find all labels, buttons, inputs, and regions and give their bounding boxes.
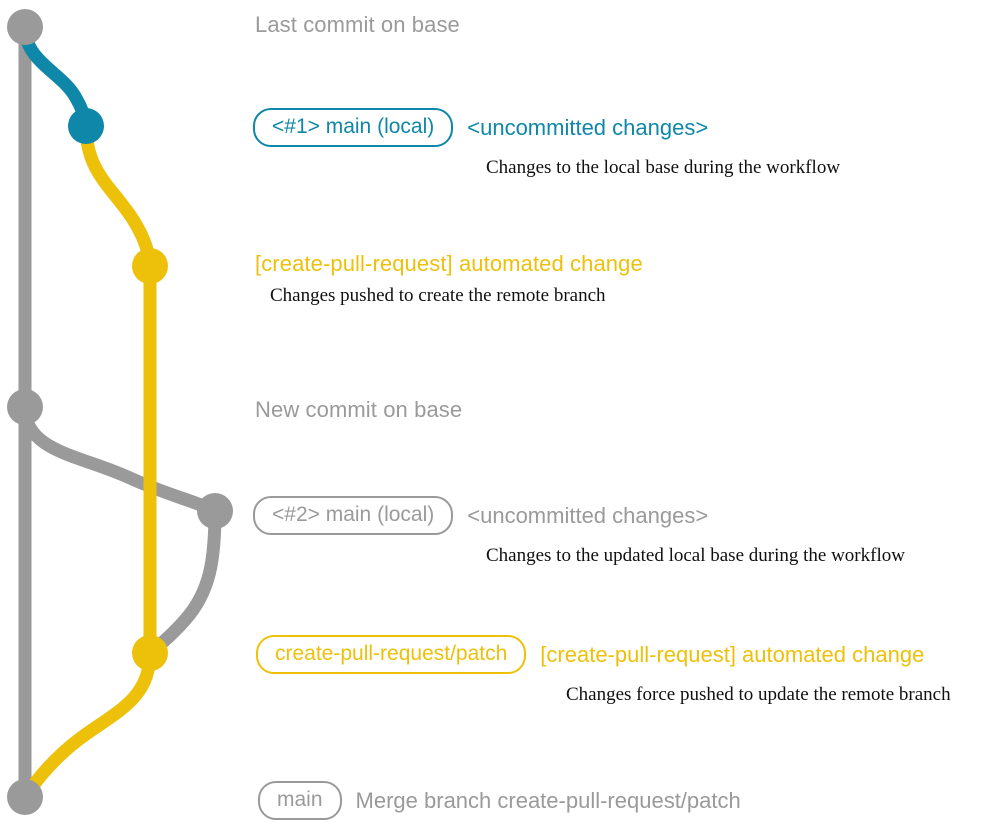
label-automated-change-2: create-pull-request/patch [create-pull-r… [256,635,951,704]
edge-local1-to-patch [79,119,157,273]
ref-message-merge: Merge branch create-pull-request/patch [355,787,741,813]
heading-text: New commit on base [255,397,463,422]
label-local-2: <#2> main (local) <uncommitted changes> … [253,496,905,565]
label-local-1: <#1> main (local) <uncommitted changes> … [253,108,840,177]
heading-text: Last commit on base [255,12,460,37]
node-automated-change-2[interactable] [132,635,168,671]
node-last-commit-on-base[interactable] [7,9,43,45]
label-automated-change-1: [create-pull-request] automated change C… [255,251,643,306]
ref-status-patch: [create-pull-request] automated change [540,641,925,667]
ref-status-local-1: <uncommitted changes> [467,114,709,140]
node-local-1[interactable] [68,108,104,144]
description-local-2: Changes to the updated local base during… [486,545,905,566]
node-local-2[interactable] [197,493,233,529]
label-new-commit-on-base: New commit on base [255,399,462,421]
edge-base-to-local2 [18,400,222,518]
ref-pill-local-2[interactable]: <#2> main (local) [253,496,454,535]
description-local-1: Changes to the local base during the wor… [486,157,841,178]
node-automated-change-1[interactable] [132,248,168,284]
ref-pill-local-1[interactable]: <#1> main (local) [253,108,454,147]
ref-pill-patch[interactable]: create-pull-request/patch [256,635,527,674]
node-new-commit-on-base[interactable] [7,389,43,425]
label-merge-commit: main Merge branch create-pull-request/pa… [258,781,741,820]
description-automated-change-1: Changes pushed to create the remote bran… [270,285,606,306]
label-last-commit-on-base: Last commit on base [255,14,460,36]
edge-patch-to-merge [18,646,157,804]
edge-local2-to-patch [143,504,222,660]
git-graph [7,9,233,815]
ref-status-local-2: <uncommitted changes> [467,502,709,528]
heading-text: [create-pull-request] automated change [255,251,643,276]
description-automated-change-2: Changes force pushed to update the remot… [566,684,951,705]
ref-pill-main[interactable]: main [258,781,342,820]
node-merge-commit[interactable] [7,779,43,815]
